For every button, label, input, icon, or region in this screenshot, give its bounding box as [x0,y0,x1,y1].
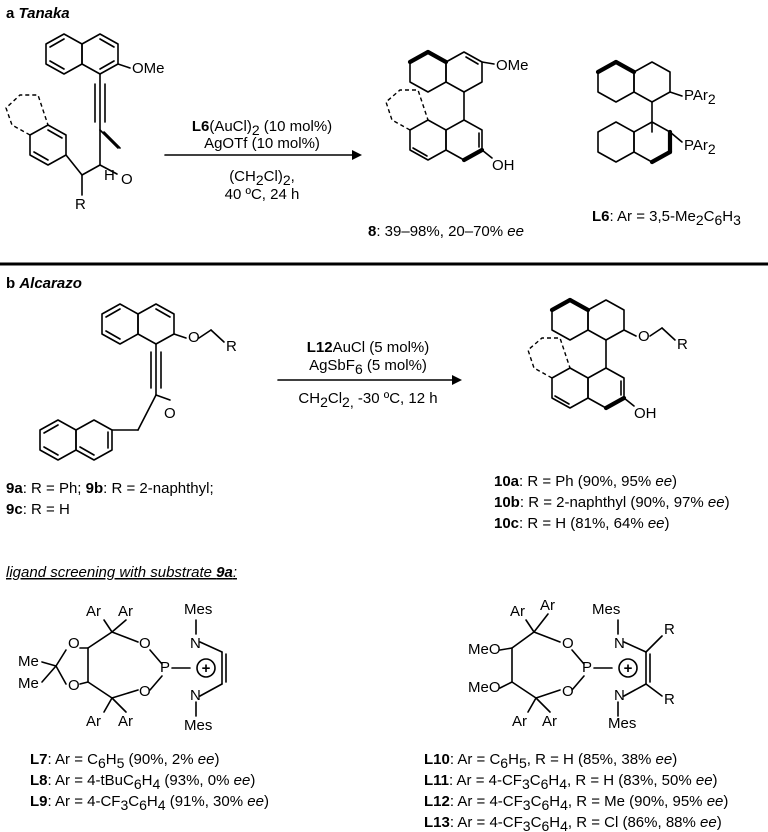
product-10a-label: 10a: R = Ph (90%, 95% ee) [494,473,677,490]
ligand-L7-L9-structure: Ar Ar Ar Ar O P O O O Me Me + N N [18,601,227,734]
r-label-r2: R [664,691,675,708]
product-10c-label: 10c: R = H (81%, 64% ee) [494,515,670,532]
conditions-b-line3: CH2Cl2, -30 ºC, 12 h [298,390,437,410]
ligand-L10-result: L10: Ar = C6H5, R = H (85%, 38% ee) [424,751,677,771]
ar-label-l2: Ar [118,603,133,620]
conditions-a-line1: L6(AuCl)2 (10 mol%) [192,118,332,138]
compound-9-structure: O R O [39,303,237,461]
ligand-L8-result: L8: Ar = 4-tBuC6H4 (93%, 0% ee) [30,772,255,792]
o-label-l4: O [68,677,80,694]
meo-label-r2: MeO [468,679,501,696]
ome-label-8: OMe [496,57,529,74]
ligand-L6-structure: PAr2 PAr2 [595,59,716,165]
par2-label-top: PAr2 [684,87,716,107]
mes-label-l2: Mes [184,717,212,734]
cation-circle-r [618,658,638,678]
me-label-l2: Me [18,675,39,692]
ar-label-r2: Ar [540,597,555,614]
conditions-a-line2: AgOTf (10 mol%) [204,135,320,152]
compound-8-structure: OMe OH [385,49,529,174]
n-label-r1: N [614,635,625,652]
r-label-9: R [226,338,237,355]
cation-circle-l [196,658,216,678]
compound-7-structure: OMe O H R [5,33,165,213]
ar-label-r4: Ar [542,713,557,730]
o-label-l3: O [68,635,80,652]
ome-label-7: OMe [132,60,165,77]
arrow-b-head [452,375,462,385]
ligand-L11-result: L11: Ar = 4-CF3C6H4, R = H (83%, 50% ee) [424,772,718,792]
ar-label-l4: Ar [118,713,133,730]
par2-label-bottom: PAr2 [684,137,716,157]
r-label-10: R [677,336,688,353]
meo-label-r1: MeO [468,641,501,658]
ligand-L10-L13-structure: Ar Ar Ar Ar O P O MeO MeO + N N R R [468,597,675,732]
p-label-l: P [160,659,170,676]
ar-label-r3: Ar [512,713,527,730]
ligand-L6-label: L6: Ar = 3,5-Me2C6H3 [592,208,741,228]
o-label-l1: O [139,635,151,652]
compound-10-structure: O R OH [527,297,688,422]
ligand-L9-result: L9: Ar = 4-CF3C6H4 (91%, 30% ee) [30,793,269,813]
mes-label-l1: Mes [184,601,212,618]
compound-8-label: 8: 39–98%, 20–70% ee [368,223,524,240]
conditions-b-line2: AgSbF6 (5 mol%) [309,357,427,377]
o-label-l2: O [139,683,151,700]
n-label-l2: N [190,687,201,704]
mes-label-r1: Mes [592,601,620,618]
conditions-a-line3: (CH2Cl)2, [229,168,295,188]
ligand-L12-result: L12: Ar = 4-CF3C6H4, R = Me (90%, 95% ee… [424,793,728,813]
oh-label-8: OH [492,157,515,174]
substrate-9c-label: 9c: R = H [6,501,70,518]
o-label-9: O [188,329,200,346]
me-label-l1: Me [18,653,39,670]
substrate-9ab-label: 9a: R = Ph; 9b: R = 2-naphthyl; [6,480,214,497]
panel-b-heading: b Alcarazo [6,275,82,292]
h-label-7: H [104,167,115,184]
oh-label-10: OH [634,405,657,422]
screening-heading: ligand screening with substrate 9a: [6,564,237,581]
panel-a-heading: a Tanaka [6,5,70,22]
p-label-r: P [582,659,592,676]
conditions-a-line4: 40 ºC, 24 h [225,186,300,203]
r-label-7: R [75,196,86,213]
plus-label-l: + [202,660,211,677]
o-label-r2: O [562,683,574,700]
ar-label-l3: Ar [86,713,101,730]
o-label-10: O [638,328,650,345]
r-label-r1: R [664,621,675,638]
o-carbonyl-label-9: O [164,405,176,422]
plus-label-r: + [624,660,633,677]
ar-label-l1: Ar [86,603,101,620]
o-label-7: O [121,171,133,188]
ligand-L13-result: L13: Ar = 4-CF3C6H4, R = Cl (86%, 88% ee… [424,814,722,832]
arrow-a-head [352,150,362,160]
product-10b-label: 10b: R = 2-naphthyl (90%, 97% ee) [494,494,730,511]
conditions-b-line1: L12AuCl (5 mol%) [307,339,430,356]
ar-label-r1: Ar [510,603,525,620]
mes-label-r2: Mes [608,715,636,732]
o-label-r1: O [562,635,574,652]
n-label-l1: N [190,635,201,652]
n-label-r2: N [614,687,625,704]
ligand-L7-result: L7: Ar = C6H5 (90%, 2% ee) [30,751,219,771]
